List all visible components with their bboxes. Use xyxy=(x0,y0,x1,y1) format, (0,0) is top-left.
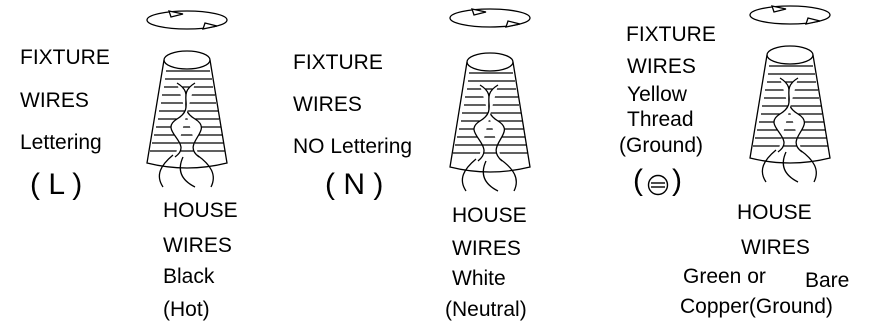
fixture-label-line2: WIRES xyxy=(293,93,362,116)
house-label-line5: Copper(Ground) xyxy=(680,295,833,318)
wire-nut-illustration xyxy=(146,10,228,188)
twisted-wires-icon xyxy=(158,82,214,188)
house-label-line2: WIRES xyxy=(741,236,810,259)
fixture-symbol-close: ) xyxy=(672,164,682,197)
house-label-line3: Black xyxy=(163,265,215,288)
fixture-label-line1: FIXTURE xyxy=(626,23,716,46)
fixture-label-line3: NO Lettering xyxy=(293,135,413,158)
house-label-line1: HOUSE xyxy=(452,204,527,227)
fixture-label-line4: Thread xyxy=(627,108,694,131)
house-label-line3: Green or xyxy=(683,265,766,288)
fixture-label-line5: (Ground) xyxy=(619,134,704,157)
wire-nut-illustration xyxy=(449,8,531,192)
house-label-line4: (Hot) xyxy=(163,298,210,321)
rotation-arrow-icon xyxy=(749,5,831,25)
house-label-line3: White xyxy=(452,267,506,290)
fixture-label-line3: Lettering xyxy=(20,131,102,154)
house-label-line1: HOUSE xyxy=(163,199,238,222)
fixture-symbol-open: ( xyxy=(633,164,643,197)
fixture-label-line1: FIXTURE xyxy=(20,46,110,69)
house-label-line4: (Neutral) xyxy=(445,298,527,321)
rotation-arrow-icon xyxy=(146,10,228,30)
wire-nut-illustration xyxy=(749,5,831,183)
rotation-arrow-icon xyxy=(449,8,531,28)
house-label-line4: Bare xyxy=(805,269,850,292)
fixture-label-line2: WIRES xyxy=(627,55,696,78)
fixture-label-line3: Yellow xyxy=(627,83,687,106)
fixture-symbol: ( L ) xyxy=(30,168,83,201)
ground-symbol-icon xyxy=(647,174,669,196)
house-label-line2: WIRES xyxy=(452,237,521,260)
fixture-label-line2: WIRES xyxy=(20,89,89,112)
fixture-label-line1: FIXTURE xyxy=(293,51,383,74)
house-label-line1: HOUSE xyxy=(737,201,812,224)
twisted-wires-icon xyxy=(461,84,517,192)
house-label-line2: WIRES xyxy=(163,234,232,257)
fixture-symbol: ( N ) xyxy=(325,168,384,201)
twisted-wires-icon xyxy=(761,77,817,183)
